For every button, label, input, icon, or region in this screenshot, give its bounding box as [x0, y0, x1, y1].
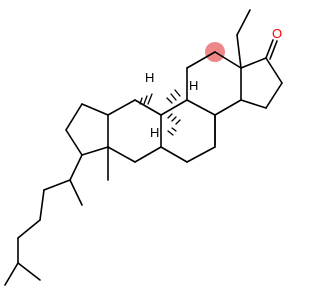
bond — [4, 262, 19, 286]
bond — [134, 146, 162, 163]
atom-label-oxygen: O — [272, 26, 282, 41]
bond — [240, 99, 267, 109]
bond — [265, 57, 283, 84]
bond — [240, 57, 267, 69]
bond — [186, 51, 216, 69]
atom-label-hydrogen: H — [145, 70, 154, 85]
hash-bond-h1 — [139, 93, 153, 105]
bond — [69, 154, 83, 181]
bond — [107, 146, 136, 163]
steroid-structure: O H H H — [4, 9, 283, 286]
bond — [265, 82, 283, 109]
hash-bond-h3 — [167, 113, 181, 125]
bond — [81, 146, 109, 156]
carbonyl-bond — [265, 39, 274, 59]
structure-canvas: O H H H — [4, 9, 283, 286]
bond — [43, 179, 71, 191]
bond — [39, 189, 45, 221]
atom-label-hydrogen: H — [150, 125, 159, 140]
carbonyl-bond — [269, 40, 278, 60]
bond — [65, 129, 83, 156]
bond — [160, 146, 188, 163]
atom-label-hydrogen: H — [189, 78, 198, 93]
bond — [236, 9, 251, 36]
bond — [65, 103, 83, 131]
hash-bond-h4 — [167, 127, 177, 136]
bond — [17, 219, 41, 239]
bond — [186, 99, 216, 116]
bond — [160, 99, 188, 116]
bond — [69, 179, 83, 206]
bond — [236, 34, 242, 69]
bond — [81, 103, 109, 116]
hash-bond-h2 — [166, 89, 181, 104]
bond — [214, 51, 242, 69]
bond — [17, 262, 41, 281]
bond — [186, 146, 216, 163]
bond — [107, 99, 136, 116]
bond — [214, 99, 242, 116]
bond — [134, 99, 162, 116]
